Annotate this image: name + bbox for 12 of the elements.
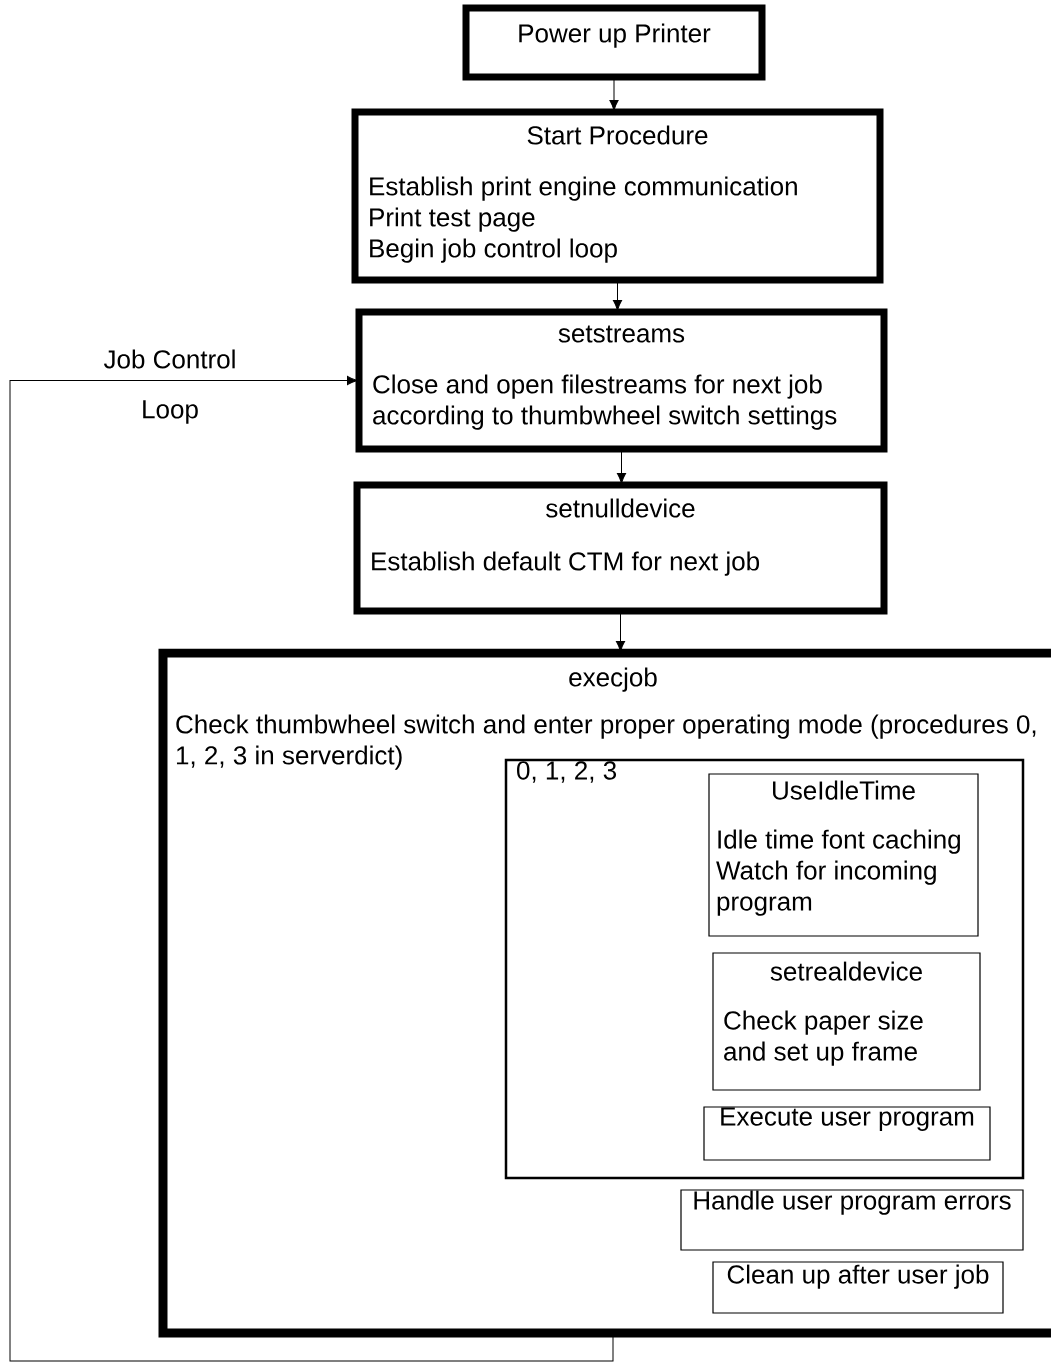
procedure-box: setrealdevice Check paper size and set up frame [712,952,981,1091]
loop-label: Loop [143,400,198,424]
procedure-box: Start Procedure Establish print engine communication Print test page Begin job control loop [351,108,884,284]
loop-label: Job Control [103,349,235,369]
procedure-box: setnulldevice Establish default CTM for next job [353,481,888,615]
procedure-box: UseIdleTime Idle time font caching Watch for incoming program [708,773,979,937]
process-box: Handle user program errors [680,1189,1024,1251]
process-box: Clean up after user job [712,1261,1004,1314]
procedure-box: setstreams Close and open filestreams for next job according to thumbwheel switch settings [355,308,888,453]
arrow [9,375,614,1362]
process-box: Power up Printer [462,4,766,81]
process-box: Execute user program [703,1106,991,1161]
